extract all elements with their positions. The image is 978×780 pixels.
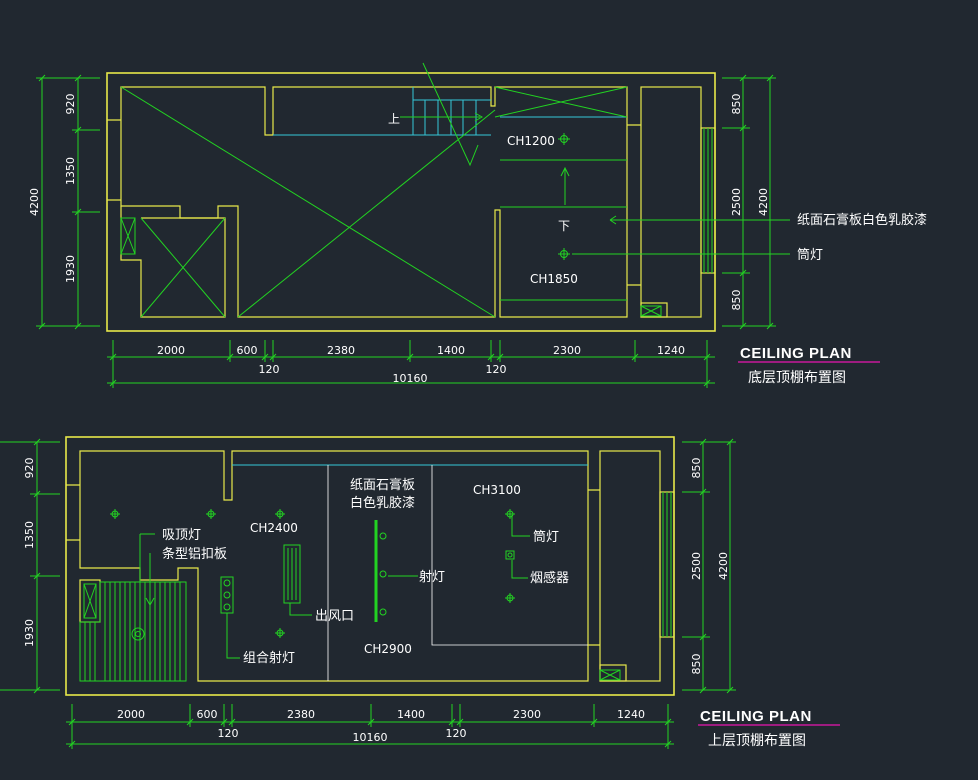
dim-600: 600	[197, 708, 218, 721]
downlight-markers	[558, 133, 570, 260]
dim-right-2500: 2500	[730, 188, 743, 216]
ch3100-label: CH3100	[473, 483, 521, 497]
ceiling-lamp-label: 吸顶灯	[162, 528, 201, 543]
outer-wall	[65, 436, 675, 696]
dim-lines-right	[682, 438, 736, 694]
stair-glass	[273, 87, 627, 136]
finish-label-line1: 纸面石膏板	[350, 477, 415, 493]
dim-gap-120-a: 120	[218, 727, 239, 740]
dim-gap-120-b: 120	[446, 727, 467, 740]
dim-2000: 2000	[117, 708, 145, 721]
finish-label-line2: 白色乳胶漆	[350, 495, 415, 511]
dim-lines-left	[0, 438, 60, 694]
dim-gap-120-b: 120	[486, 363, 507, 376]
ch2400-label: CH2400	[250, 521, 298, 535]
dim-right-850-a: 850	[690, 458, 703, 479]
dim-1240: 1240	[617, 708, 645, 721]
dim-2380: 2380	[287, 708, 315, 721]
dim-right-850-b: 850	[730, 290, 743, 311]
ceiling-lines	[120, 62, 790, 318]
dim-gap-120-a: 120	[259, 363, 280, 376]
spotlight-label: 射灯	[419, 569, 445, 585]
dim-total: 10160	[393, 372, 428, 385]
outer-wall	[106, 72, 716, 332]
ground-floor-plan: 上 下 CH1200 CH1850 纸面石膏板白色乳胶漆 筒灯 2000 600…	[28, 62, 927, 388]
dim-right-total: 4200	[757, 188, 770, 216]
ch1200-label: CH1200	[507, 134, 555, 148]
light-markers	[110, 509, 515, 641]
combo-spot-label: 组合射灯	[243, 650, 295, 666]
plan-subtitle: 底层顶棚布置图	[748, 370, 846, 386]
plan-subtitle: 上层顶棚布置图	[708, 733, 806, 749]
dim-2380: 2380	[327, 344, 355, 357]
dim-2300: 2300	[513, 708, 541, 721]
dim-right-850-a: 850	[730, 94, 743, 115]
ch1850-label: CH1850	[530, 272, 578, 286]
dim-lines-bottom	[66, 704, 674, 749]
dim-total: 10160	[353, 731, 388, 744]
dim-2300: 2300	[553, 344, 581, 357]
stair-up-label: 上	[388, 112, 400, 126]
ch2900-label: CH2900	[364, 642, 412, 656]
stair-down-label: 下	[558, 219, 570, 233]
dim-right-total: 4200	[717, 552, 730, 580]
dim-lines-right	[722, 74, 776, 330]
dim-600: 600	[237, 344, 258, 357]
dim-1240: 1240	[657, 344, 685, 357]
dim-left-1350: 1350	[64, 157, 77, 185]
dim-2000: 2000	[157, 344, 185, 357]
dim-right-850-b: 850	[690, 654, 703, 675]
dim-left-1350: 1350	[23, 521, 36, 549]
dim-left-920: 920	[64, 94, 77, 115]
dim-lines-bottom	[107, 340, 715, 388]
dim-1400: 1400	[397, 708, 425, 721]
dim-right-2500: 2500	[690, 552, 703, 580]
inner-walls	[107, 86, 716, 318]
downlight-label: 筒灯	[533, 529, 559, 545]
air-outlet-label: 出风口	[315, 609, 354, 624]
upper-floor-plan: CH2400 CH3100 CH2900 纸面石膏板 白色乳胶漆 吸顶灯 条型铝…	[0, 436, 840, 749]
finish-label: 纸面石膏板白色乳胶漆	[797, 212, 927, 228]
dim-1400: 1400	[437, 344, 465, 357]
dim-left-total: 4200	[28, 188, 41, 216]
dim-left-1930: 1930	[64, 255, 77, 283]
partitions	[327, 465, 588, 681]
dim-left-1930: 1930	[23, 619, 36, 647]
dim-left-920: 920	[23, 458, 36, 479]
plan-title: CEILING PLAN	[700, 708, 812, 725]
ceiling-details	[79, 492, 672, 682]
smoke-detector-label: 烟感器	[530, 570, 569, 586]
plan-title: CEILING PLAN	[740, 345, 852, 362]
downlight-label: 筒灯	[797, 247, 823, 263]
dim-lines-left	[36, 74, 100, 330]
alu-panel-label: 条型铝扣板	[162, 546, 227, 562]
